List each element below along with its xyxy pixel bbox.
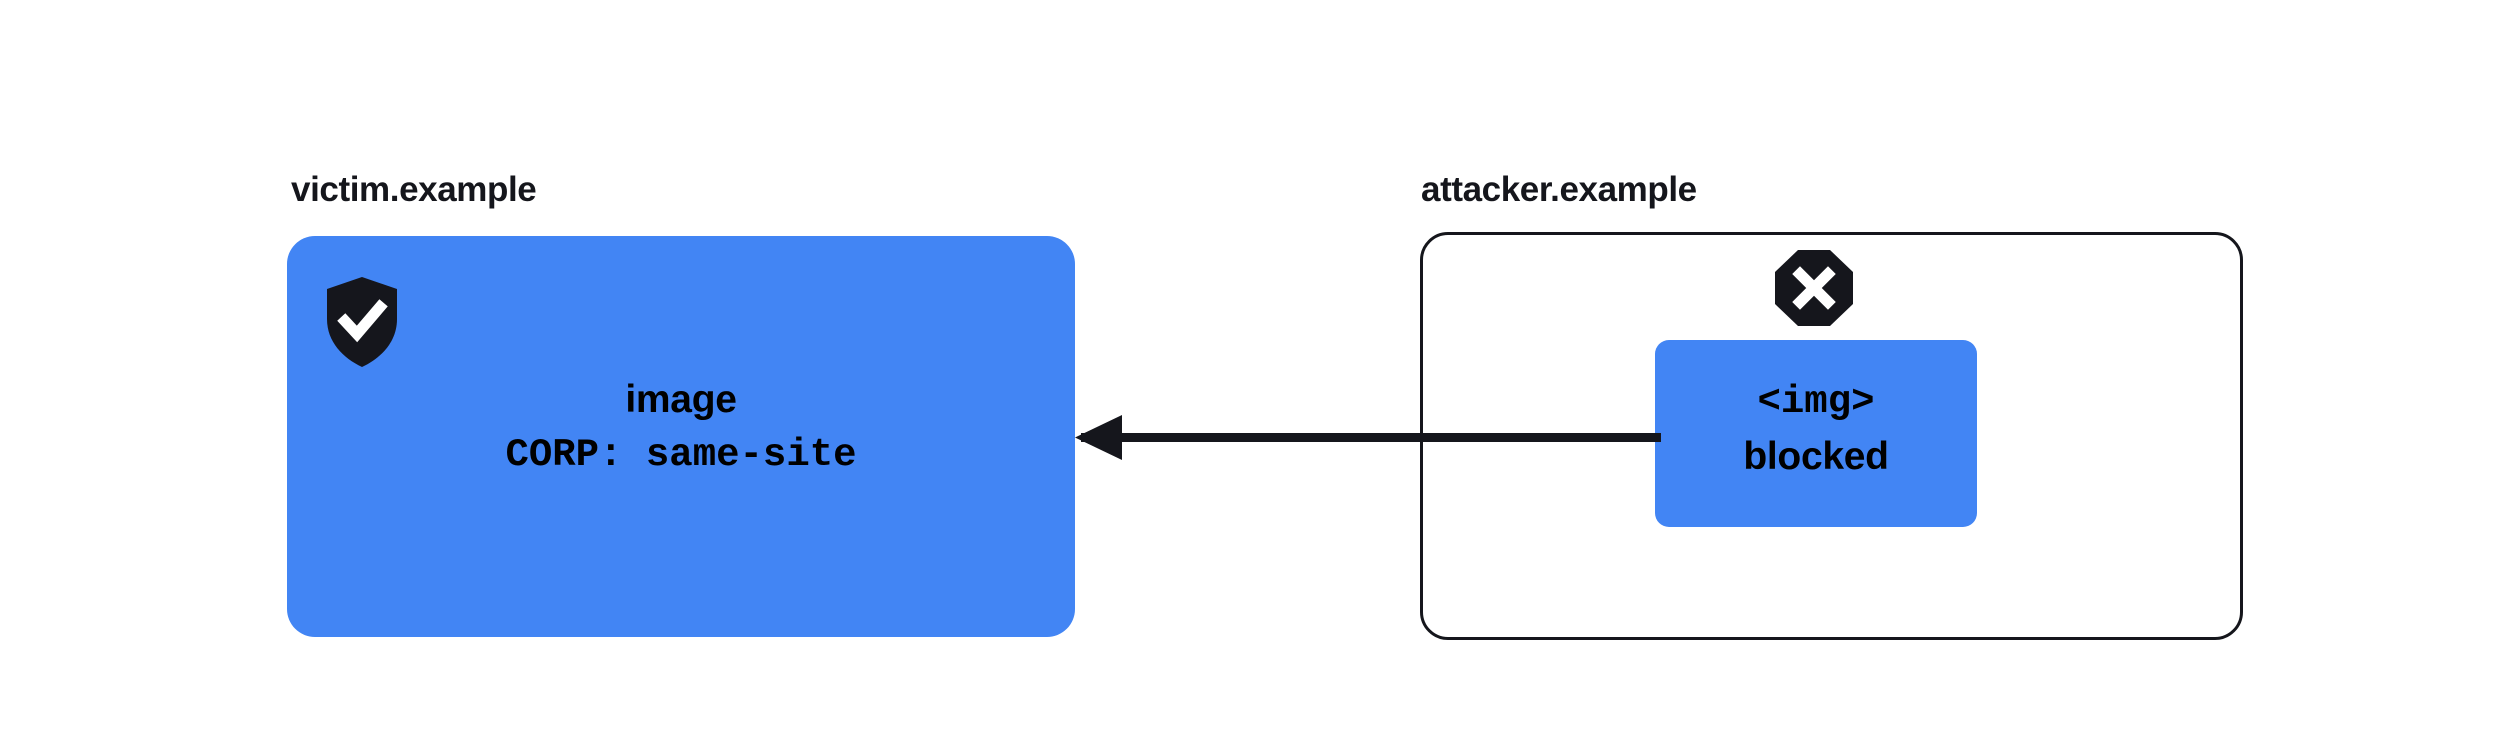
blocked-image-status: blocked xyxy=(1743,434,1889,478)
victim-resource-header: CORP: same-site xyxy=(505,432,857,477)
victim-resource-name: image xyxy=(625,378,737,421)
shield-check-icon xyxy=(325,276,399,368)
attacker-domain-label: attacker.example xyxy=(1421,170,1697,209)
blocked-request-arrow xyxy=(1075,410,1661,470)
victim-resource-text: image CORP: same-site xyxy=(287,376,1075,480)
victim-resource-box xyxy=(287,236,1075,637)
blocked-image-tag: <img> xyxy=(1757,380,1875,424)
victim-domain-label: victim.example xyxy=(291,170,537,209)
attacker-blocked-image-box xyxy=(1655,340,1977,527)
octagon-x-icon xyxy=(1774,249,1854,327)
attacker-blocked-image-text: <img> blocked xyxy=(1655,378,1977,482)
